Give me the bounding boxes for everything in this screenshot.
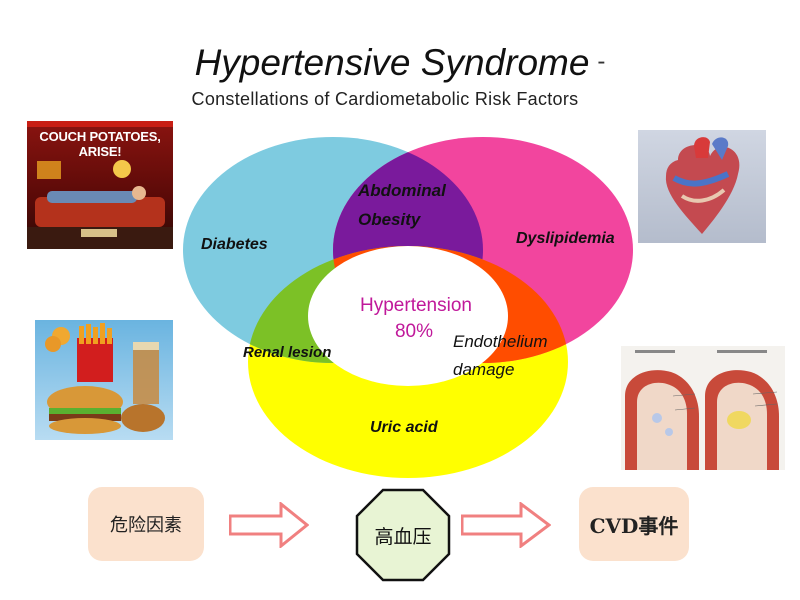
title: Hypertensive Syndrome- [0, 42, 800, 84]
heart-photo [638, 130, 766, 243]
label-endothelium: Endothelium damage [453, 328, 548, 384]
artery-icon [625, 350, 779, 470]
hypertension-octagon [355, 488, 451, 582]
subtitle: Constellations of Cardiometabolic Risk F… [191, 89, 579, 109]
label-hypertension: Hypertension [360, 295, 472, 316]
couch-photo: COUCH POTATOES, ARISE! [27, 121, 173, 249]
hypertension-label: 高血压 [374, 525, 432, 548]
risk-factors-label: 危险因素 [110, 515, 182, 536]
arrow-right-icon-2 [461, 502, 551, 548]
couch-photo-icon [27, 121, 173, 249]
label-dyslipidemia: Dyslipidemia [516, 230, 615, 247]
title-main: Hypertensive Syndrome [194, 42, 590, 83]
arrow-right-icon-1 [229, 502, 309, 548]
couch-banner-text: COUCH POTATOES, ARISE! [39, 129, 161, 159]
cvd-events-box: CVD事件 [579, 487, 689, 561]
fast-food-icon [45, 323, 165, 434]
fast-food-photo [35, 320, 173, 440]
label-endothelium-2: damage [453, 360, 515, 379]
heart-icon [665, 137, 740, 234]
risk-factors-box: 危险因素 [88, 487, 204, 561]
cvd-events-label: CVD事件 [589, 513, 679, 538]
label-abdominal-2: Obesity [358, 210, 421, 229]
label-diabetes: Diabetes [201, 236, 268, 253]
artery-photo [621, 346, 785, 470]
label-renal: Renal lesion [243, 344, 332, 361]
title-dash: - [597, 48, 606, 75]
label-uric: Uric acid [370, 419, 438, 436]
center-hypertension [308, 246, 508, 386]
label-abdominal-1: Abdominal [358, 181, 446, 200]
label-hypertension-pct: 80% [394, 321, 434, 342]
label-endothelium-1: Endothelium [453, 332, 548, 351]
